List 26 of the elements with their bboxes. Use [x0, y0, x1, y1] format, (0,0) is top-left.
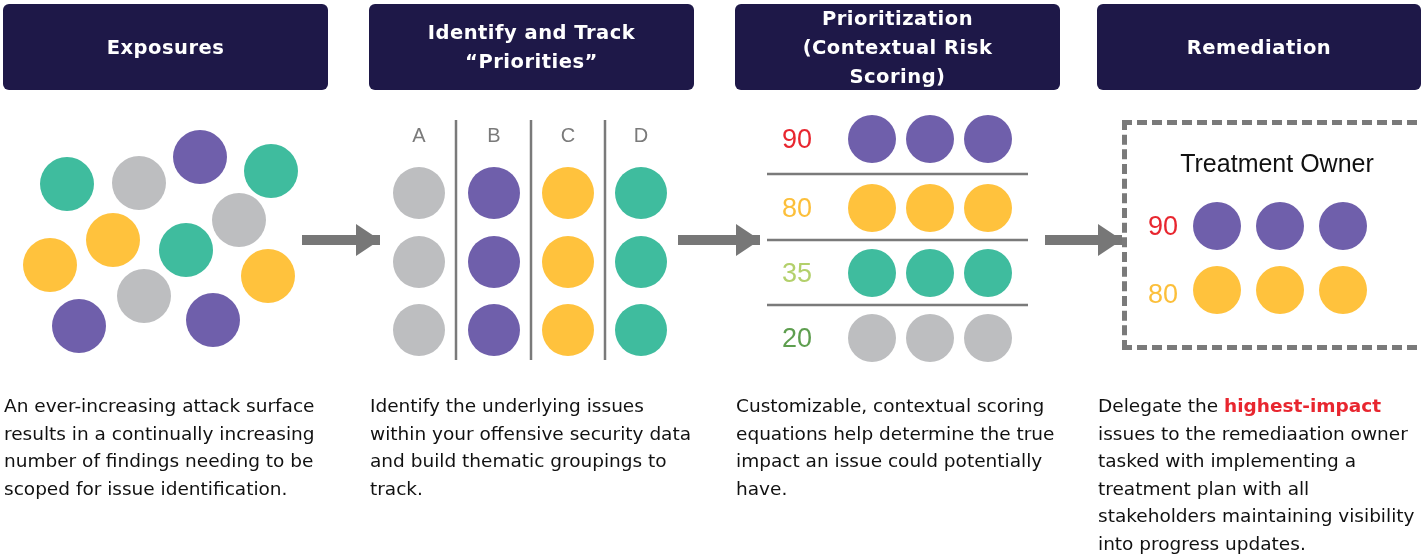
header-box — [735, 4, 1060, 90]
header-box — [1097, 4, 1421, 90]
description-text: Delegate the highest-impact issues to the remediaation owner tasked with implementing a treatment plan with all stakeholders maintaining visibility into progress updates. — [1098, 394, 1416, 554]
score-number: 80 — [782, 193, 812, 223]
column-letter: B — [487, 123, 501, 148]
arrow — [1045, 224, 1122, 256]
column-letter: A — [412, 123, 426, 148]
description-text: Customizable, contextual scoring equations help determine the true impact an issue could potentially have. — [736, 394, 1056, 501]
column-letter: D — [633, 123, 649, 148]
score-number: 80 — [1148, 279, 1178, 309]
arrow — [678, 224, 760, 256]
column-letter: C — [560, 123, 576, 148]
header-title: Prioritization (Contextual Risk Scoring) — [801, 5, 994, 90]
arrow — [302, 224, 380, 256]
header-title: Identify and Track “Priorities” — [426, 20, 637, 75]
box-title: Treatment Owner — [1179, 149, 1375, 178]
score-number: 90 — [1148, 211, 1178, 241]
score-number: 35 — [782, 258, 812, 288]
description-text: Identify the underlying issues within your offensive security data and build thematic groupings to track. — [370, 394, 693, 501]
header-box — [3, 4, 328, 90]
score-number: 20 — [782, 323, 812, 353]
header-title: Remediation — [1186, 34, 1332, 61]
header-title: Exposures — [106, 34, 225, 61]
score-number: 90 — [782, 124, 812, 154]
description-text: An ever-increasing attack surface results in a continually increasing number of findings needing to be scoped for issue identification. — [4, 394, 316, 501]
header-box — [369, 4, 694, 90]
